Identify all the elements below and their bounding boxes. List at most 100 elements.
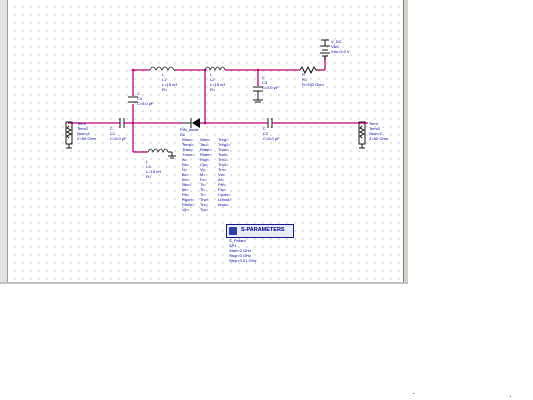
c1-symbol[interactable] [119, 118, 133, 128]
c4-symbol[interactable] [128, 96, 138, 103]
diode-param: M= [200, 172, 206, 177]
c3-value: C=5.0 pF [262, 85, 279, 90]
diode-param: Trn= [218, 167, 227, 172]
l3-value: L=15 nH [146, 169, 161, 174]
l1-value: L=15 nH [162, 82, 177, 87]
horizontal-scrollbar[interactable] [0, 282, 408, 284]
pin-diode-symbol[interactable] [182, 118, 200, 128]
term1-symbol[interactable] [65, 121, 73, 149]
c2-symbol[interactable] [265, 118, 280, 128]
diode-param: Rsp= [200, 157, 210, 162]
diode-name: PIN_diode [180, 127, 199, 132]
r1-symbol[interactable] [299, 65, 318, 75]
stray-dot [413, 393, 414, 394]
c2-value: C=5.0 pF [263, 136, 280, 141]
diode-param: Trnw= [218, 147, 230, 152]
diode-param: Cjo= [200, 162, 209, 167]
term2-ref: Term2 [369, 126, 381, 131]
wires [68, 56, 368, 153]
vdc-name: V_DC [331, 39, 342, 44]
stray-dot [510, 396, 511, 397]
diode-param: Temp= [182, 142, 195, 147]
diode-param: Trn2= [218, 162, 229, 167]
diode-param: Trz= [200, 202, 209, 207]
sparam-step: Step=0.01 GHz [229, 258, 256, 263]
term1-z: Z=50 Ohm [77, 136, 97, 141]
c4-value: C=5.0 pF [137, 101, 154, 106]
schematic-canvas[interactable] [0, 0, 404, 283]
l2-ref: L2 [210, 77, 215, 82]
l2-r: R= [210, 87, 216, 92]
diode-param: Tt= [200, 182, 207, 187]
l2-name: L [210, 72, 213, 77]
diode-param: Ffe= [218, 182, 227, 187]
l3-symbol[interactable] [147, 148, 176, 159]
diode-params: Wsw=Temp=Trise=Tnom=Is=Rs=N=Bv=Ibv=Nbv=I… [182, 137, 232, 212]
diode-param: Wsw= [182, 137, 194, 142]
diode-param: Wav= [200, 137, 211, 142]
diode-param: Ti= [200, 187, 206, 192]
diode-param: N= [182, 167, 188, 172]
sparam-name: S_Param [229, 238, 246, 243]
r1-value: R=330 Ohm [302, 82, 324, 87]
r1-name: R [302, 72, 305, 77]
diode-param: Cpole= [218, 192, 231, 197]
sparam-ref: SP1 [229, 243, 237, 248]
diode-param: Treg2= [218, 142, 231, 147]
diode-param: Treg= [218, 137, 229, 142]
diode-param: Bv= [182, 172, 190, 177]
diode-param: Vs= [218, 172, 226, 177]
diode-param: Tau= [200, 142, 209, 147]
c1-name: C [110, 126, 113, 131]
diode-param: Fsr= [218, 187, 227, 192]
diode-param: Vj= [200, 167, 207, 172]
diode-param: Tr= [200, 192, 207, 197]
diode-param: Trn1= [218, 157, 229, 162]
c1-value: C=5.0 pF [110, 136, 127, 141]
diode-param: Rlate= [200, 147, 212, 152]
s-parameters-icon [229, 227, 237, 235]
diode-param: Ikf= [182, 187, 189, 192]
diode-param: Tnom= [182, 152, 195, 157]
l3-r: R= [146, 174, 152, 179]
diode-param: Vjr= [182, 207, 190, 212]
diode-param: Imax= [218, 202, 230, 207]
c3-ref: C3 [262, 80, 268, 85]
vdc-ref: VDC [331, 44, 340, 49]
diode-param: Rs= [182, 162, 190, 167]
term2-num: Num=2 [369, 131, 383, 136]
l1-ref: L1 [162, 77, 167, 82]
term1-ref: Term1 [77, 126, 89, 131]
diode-param: Lbond= [218, 197, 232, 202]
l1-name: L [162, 72, 165, 77]
diode-param: Trise= [182, 147, 194, 152]
diode-ref: D1 [180, 132, 186, 137]
c2-name: C [263, 126, 266, 131]
term2-name: Term [369, 121, 379, 126]
l3-ref: L3 [146, 164, 151, 169]
diode-param: Pb= [182, 192, 190, 197]
diode-param: Ibv= [182, 177, 190, 182]
c3-symbol[interactable] [253, 86, 263, 103]
s-parameters-block[interactable]: S-PARAMETERS [226, 224, 294, 238]
sparam-stop: Stop=3 GHz [229, 253, 251, 258]
term2-z: Z=50 Ohm [369, 136, 389, 141]
l1-r: R= [162, 87, 168, 92]
l1-symbol[interactable] [149, 66, 176, 71]
term1-num: Num=1 [77, 131, 91, 136]
l2-symbol[interactable] [204, 66, 226, 72]
vdc-symbol[interactable] [320, 39, 330, 60]
r1-ref: R1 [302, 77, 308, 82]
diode-param: Is= [182, 157, 188, 162]
s-parameters-label: S-PARAMETERS [241, 227, 285, 233]
diode-param: Trw= [200, 197, 210, 202]
term2-symbol[interactable] [358, 121, 366, 149]
diode-param: Rlate= [200, 152, 212, 157]
c2-ref: C2 [263, 131, 269, 136]
diode-param: Af= [218, 177, 225, 182]
schematic-window: Term Term1 Num=1 Z=50 Ohm C C1 C=5.0 pF … [0, 0, 408, 284]
l2-value: L=15 nH [210, 82, 225, 87]
left-scroll-gutter[interactable] [0, 0, 8, 284]
vdc-value: Vdc=3.0 V [331, 49, 350, 54]
diode-param: Tcoil= [218, 152, 229, 157]
